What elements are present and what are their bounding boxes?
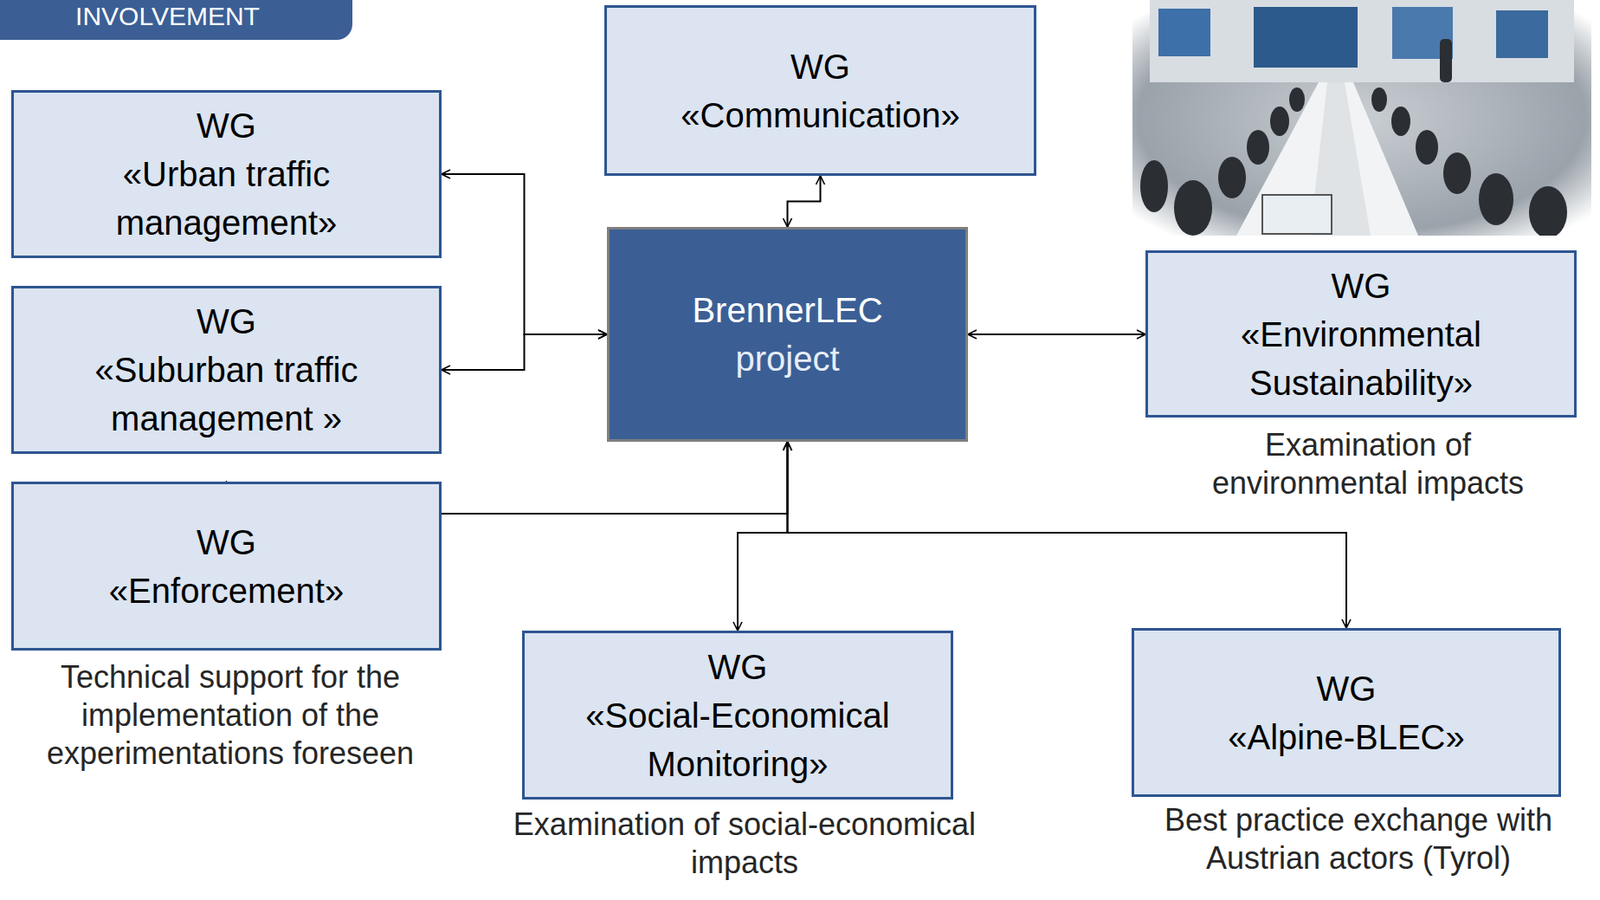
description-label: Best practice exchange with Austrian act… — [1124, 800, 1593, 878]
box-heading: WG — [1160, 261, 1562, 310]
box-content: BrennerLECproject — [679, 282, 895, 387]
working-group-box: WG«Suburban traffic management » — [11, 285, 442, 454]
box-content: WG«Alpine-BLEC» — [1215, 660, 1478, 765]
section-tab: INVOLVEMENT — [0, 0, 353, 40]
connector-arrow — [441, 334, 607, 370]
box-heading: BrennerLEC — [691, 285, 883, 335]
photo-wall — [1149, 0, 1575, 83]
box-content: WG«Environmental Sustainability» — [1148, 258, 1575, 411]
box-text: «Alpine-BLEC» — [1227, 712, 1465, 762]
connector-arrow — [787, 175, 821, 227]
working-group-box: WG«Alpine-BLEC» — [1131, 627, 1562, 797]
project-box: BrennerLECproject — [606, 226, 968, 442]
box-heading: WG — [1227, 664, 1465, 713]
photo-ground — [1132, 0, 1592, 236]
box-text: project — [691, 334, 883, 383]
box-heading: WG — [25, 101, 427, 150]
description-label: Examination of environmental impacts — [1164, 425, 1572, 503]
box-text: «Enforcement» — [109, 566, 344, 615]
box-text: «Communication» — [680, 90, 960, 140]
box-heading: WG — [109, 517, 344, 567]
photo-laptop — [1262, 194, 1332, 234]
photo-screen — [1158, 8, 1211, 57]
box-heading: WG — [536, 642, 939, 691]
box-text: «Environmental Sustainability» — [1160, 309, 1562, 407]
meeting-photo — [1132, 0, 1592, 236]
box-content: WG«Enforcement» — [96, 514, 356, 619]
photo-screen — [1253, 6, 1358, 68]
box-heading: WG — [680, 42, 960, 91]
description-label: Examination of social-economical impacts — [510, 805, 979, 882]
connector-arrow — [967, 333, 1146, 336]
box-content: WG«Communication» — [668, 38, 972, 143]
box-text: «Suburban traffic management » — [25, 345, 427, 443]
box-content: WG«Urban traffic management» — [13, 97, 439, 251]
photo-screen — [1496, 10, 1549, 59]
working-group-box: WG«Urban traffic management» — [11, 90, 442, 259]
working-group-box: WG«Environmental Sustainability» — [1145, 250, 1577, 418]
box-content: WG«Social-Economical Monitoring» — [524, 638, 951, 792]
description-label: Technical support for the implementation… — [5, 658, 456, 773]
box-heading: WG — [25, 296, 427, 346]
connector-arrow — [737, 441, 788, 631]
photo-table — [1236, 82, 1419, 236]
working-group-box: WG«Communication» — [604, 5, 1037, 176]
connector-arrow — [441, 174, 607, 335]
box-content: INVOLVEMENT — [63, 0, 272, 37]
box-text: «Social-Economical Monitoring» — [536, 690, 939, 788]
box-heading: INVOLVEMENT — [75, 0, 260, 33]
working-group-box: WG«Social-Economical Monitoring» — [522, 630, 954, 800]
photo-people — [1140, 38, 1568, 236]
box-text: «Urban traffic management» — [25, 149, 427, 247]
box-content: WG«Suburban traffic management » — [13, 293, 439, 446]
working-group-box: WG«Enforcement» — [11, 481, 442, 651]
